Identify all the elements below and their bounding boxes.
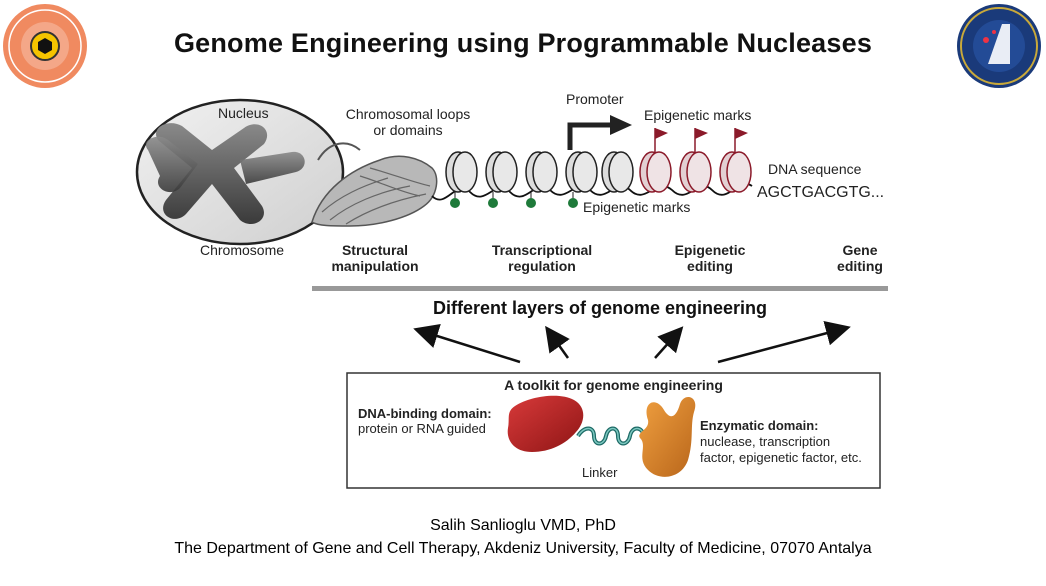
layer-transcriptional-line1: Transcriptional <box>491 242 593 258</box>
epigenetic-marks-bottom-label: Epigenetic marks <box>583 199 691 215</box>
dna-sequence-value: AGCTGACGTG... <box>757 184 885 201</box>
footer-author: Salih Sanlioglu VMD, PhD <box>430 517 616 534</box>
layer-epigenetic-line1: Epigenetic <box>674 242 746 258</box>
enzymatic-line1: nuclease, transcription <box>700 434 831 449</box>
chromosomal-loops-label: Chromosomal loops or domains <box>338 106 478 138</box>
page-title: Genome Engineering using Programmable Nu… <box>173 28 873 58</box>
enzymatic-domain-shape <box>639 397 696 477</box>
loop-connector <box>317 142 361 161</box>
layer-epigenetic-line2: editing <box>687 258 733 274</box>
layer-transcriptional-line2: regulation <box>508 258 576 274</box>
promoter-label: Promoter <box>566 91 624 107</box>
left-university-seal-icon <box>3 4 87 88</box>
enzymatic-title: Enzymatic domain: <box>700 418 819 433</box>
layer-gene-line2: editing <box>837 258 883 274</box>
chromosomal-loops-line2: or domains <box>373 122 443 138</box>
chromosome-icon <box>146 123 305 225</box>
layer-arrows <box>413 321 851 364</box>
epigenetic-marks-top-label: Epigenetic marks <box>644 107 752 123</box>
epigenetic-dot-icons <box>450 192 578 208</box>
dna-sequence-label: DNA sequence <box>768 161 862 177</box>
enzymatic-line2: factor, epigenetic factor, etc. <box>700 450 862 465</box>
chromosomal-loops-icon <box>311 155 438 227</box>
dna-binding-title: DNA-binding domain: <box>358 406 492 421</box>
right-university-logo-icon <box>957 4 1041 88</box>
footer-affiliation: The Department of Gene and Cell Therapy,… <box>174 540 872 557</box>
nucleosomes-group <box>445 151 634 193</box>
dna-binding-desc: protein or RNA guided <box>358 421 486 436</box>
chromosome-label: Chromosome <box>200 242 285 258</box>
layer-structural: Structural manipulation <box>315 242 435 274</box>
linker-label: Linker <box>582 465 618 480</box>
dna-binding-domain-text: DNA-binding domain: protein or RNA guide… <box>358 406 492 436</box>
layer-divider <box>312 286 888 291</box>
layer-structural-line2: manipulation <box>331 258 419 274</box>
layer-transcriptional: Transcriptional regulation <box>477 242 607 274</box>
layer-gene: Gene editing <box>820 242 900 274</box>
chromosomal-loops-line1: Chromosomal loops <box>345 106 471 122</box>
toolkit-heading: A toolkit for genome engineering <box>504 377 723 393</box>
layer-structural-line1: Structural <box>341 242 409 258</box>
marked-nucleosomes-group <box>639 151 752 193</box>
layers-heading: Different layers of genome engineering <box>432 298 768 318</box>
layer-epigenetic: Epigenetic editing <box>655 242 765 274</box>
nucleus-label: Nucleus <box>218 105 269 121</box>
dna-binding-domain-shape <box>507 395 584 452</box>
layer-gene-line1: Gene <box>842 242 878 258</box>
epigenetic-flag-icons <box>654 128 748 152</box>
enzymatic-domain-text: Enzymatic domain: nuclease, transcriptio… <box>700 418 862 466</box>
promoter-arrow-icon <box>567 115 632 150</box>
